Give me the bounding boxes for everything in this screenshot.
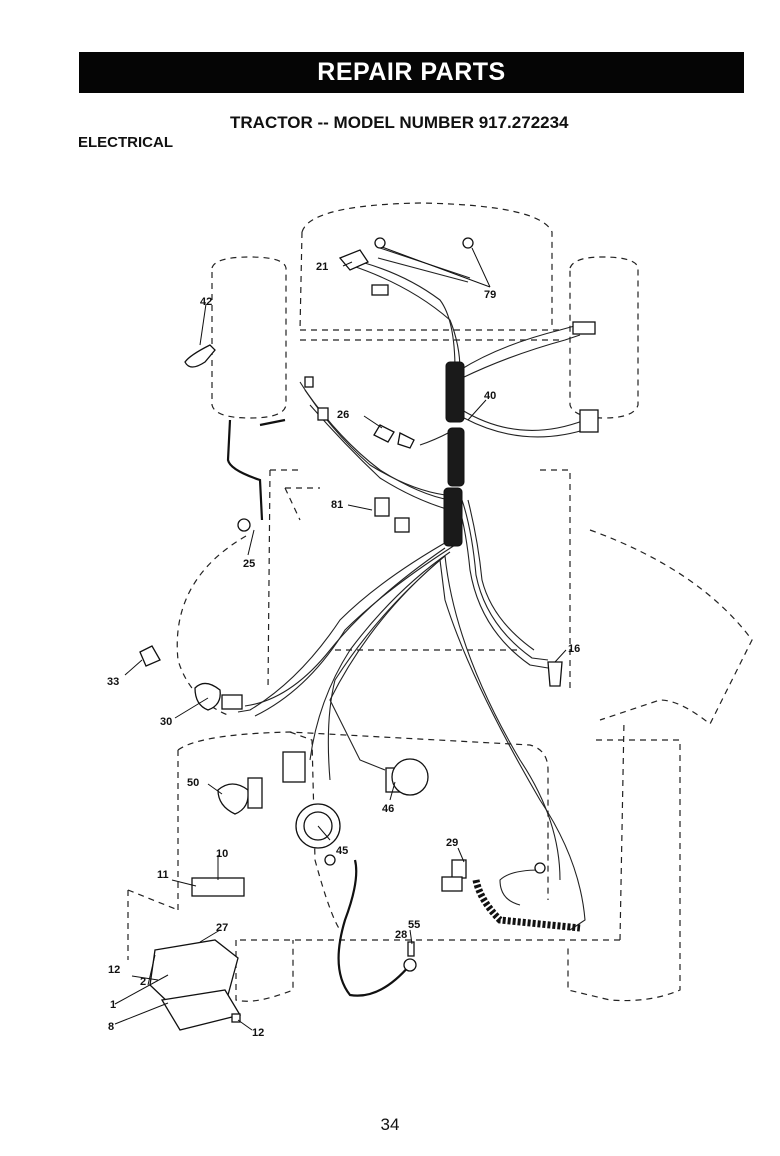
callout-42: 42 [200,296,212,308]
callout-50: 50 [187,777,199,789]
callout-45: 45 [336,845,348,857]
harness-coils [444,362,580,928]
callout-26: 26 [337,409,349,421]
callout-33: 33 [107,676,119,688]
callout-30: 30 [160,716,172,728]
callout-29: 29 [446,837,458,849]
callout-28: 28 [395,929,407,941]
parts [140,238,598,1030]
callout-10: 10 [216,848,228,860]
callout-25: 25 [243,558,255,570]
callout-81: 81 [331,499,343,511]
callout-40: 40 [484,390,496,402]
wiring-harness [228,248,590,996]
callout-21: 21 [316,261,328,273]
callout-11: 11 [157,869,169,881]
leader-lines [115,247,566,1030]
callout-12-bottom: 12 [252,1027,264,1039]
callout-2: 2 [140,976,146,988]
callout-1: 1 [110,999,116,1011]
callout-8: 8 [108,1021,114,1033]
callout-16: 16 [568,643,580,655]
callout-79: 79 [484,289,496,301]
callout-55: 55 [408,919,420,931]
callout-27: 27 [216,922,228,934]
callout-12-left: 12 [108,964,120,976]
callout-46: 46 [382,803,394,815]
page-number: 34 [0,1115,780,1135]
